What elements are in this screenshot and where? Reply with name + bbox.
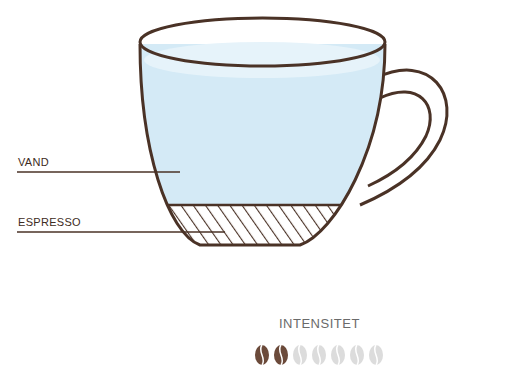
bean-empty xyxy=(350,345,364,365)
scale-title: INTENSITET xyxy=(279,316,360,331)
bean-filled xyxy=(255,345,269,365)
part-label: VAND xyxy=(18,156,49,168)
intensity-beans xyxy=(255,345,383,365)
cup-body xyxy=(140,44,385,245)
bean-empty xyxy=(312,345,326,365)
bean-empty xyxy=(369,345,383,365)
leader-line xyxy=(17,231,225,233)
bean-empty xyxy=(331,345,345,365)
leader-line xyxy=(17,171,180,173)
cup-rim xyxy=(140,18,385,66)
bean-empty xyxy=(293,345,307,365)
espresso-line xyxy=(130,204,400,207)
bean-filled xyxy=(274,345,288,365)
part-label: ESPRESSO xyxy=(18,216,81,228)
